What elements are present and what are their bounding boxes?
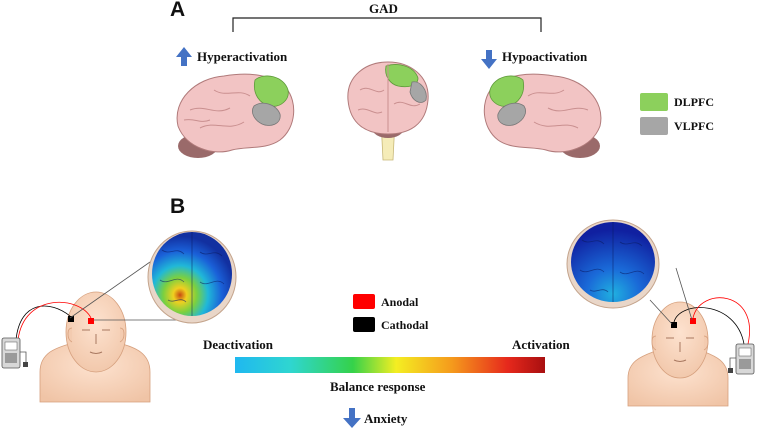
up-arrow-icon bbox=[176, 47, 192, 66]
head-left-icon bbox=[39, 291, 151, 403]
stimulator-device-left-icon bbox=[1, 337, 28, 369]
legend-label-dlpfc: DLPFC bbox=[674, 95, 714, 109]
electrode-cathodal-left bbox=[68, 316, 74, 322]
scale-left-label: Deactivation bbox=[203, 337, 274, 352]
anxiety-down-arrow-icon bbox=[343, 408, 361, 428]
hypoactivation-label: Hypoactivation bbox=[502, 49, 588, 64]
legend-swatch-cathodal bbox=[353, 317, 375, 332]
scale-caption: Balance response bbox=[330, 379, 426, 394]
legend-swatch-vlpfc bbox=[640, 117, 668, 135]
scale-right-label: Activation bbox=[512, 337, 570, 352]
brain-left-lateral-icon bbox=[176, 73, 295, 158]
stimulator-device-right-icon bbox=[728, 343, 755, 375]
down-arrow-icon bbox=[481, 50, 497, 69]
legend-swatch-anodal bbox=[353, 294, 375, 309]
anxiety-label: Anxiety bbox=[364, 411, 408, 426]
hyperactivation-label: Hyperactivation bbox=[197, 49, 288, 64]
legend-label-vlpfc: VLPFC bbox=[674, 119, 714, 133]
legend-swatch-dlpfc bbox=[640, 93, 668, 111]
electrode-anodal-left bbox=[88, 318, 94, 324]
electrode-cathodal-right bbox=[671, 322, 677, 328]
panel-letter-a: A bbox=[170, 0, 186, 21]
topographic-map-left bbox=[147, 230, 237, 324]
legend-label-cathodal: Cathodal bbox=[381, 318, 429, 332]
electrode-anodal-right bbox=[690, 318, 696, 324]
head-right-icon bbox=[627, 301, 729, 407]
gad-bracket bbox=[232, 17, 542, 32]
brain-right-lateral-icon bbox=[483, 73, 602, 158]
balance-response-scale-bar bbox=[235, 357, 545, 373]
panel-letter-b: B bbox=[170, 195, 186, 218]
gad-label: GAD bbox=[369, 1, 398, 16]
topographic-map-right bbox=[566, 219, 660, 309]
legend-label-anodal: Anodal bbox=[381, 295, 419, 309]
brain-front-icon bbox=[347, 61, 429, 161]
